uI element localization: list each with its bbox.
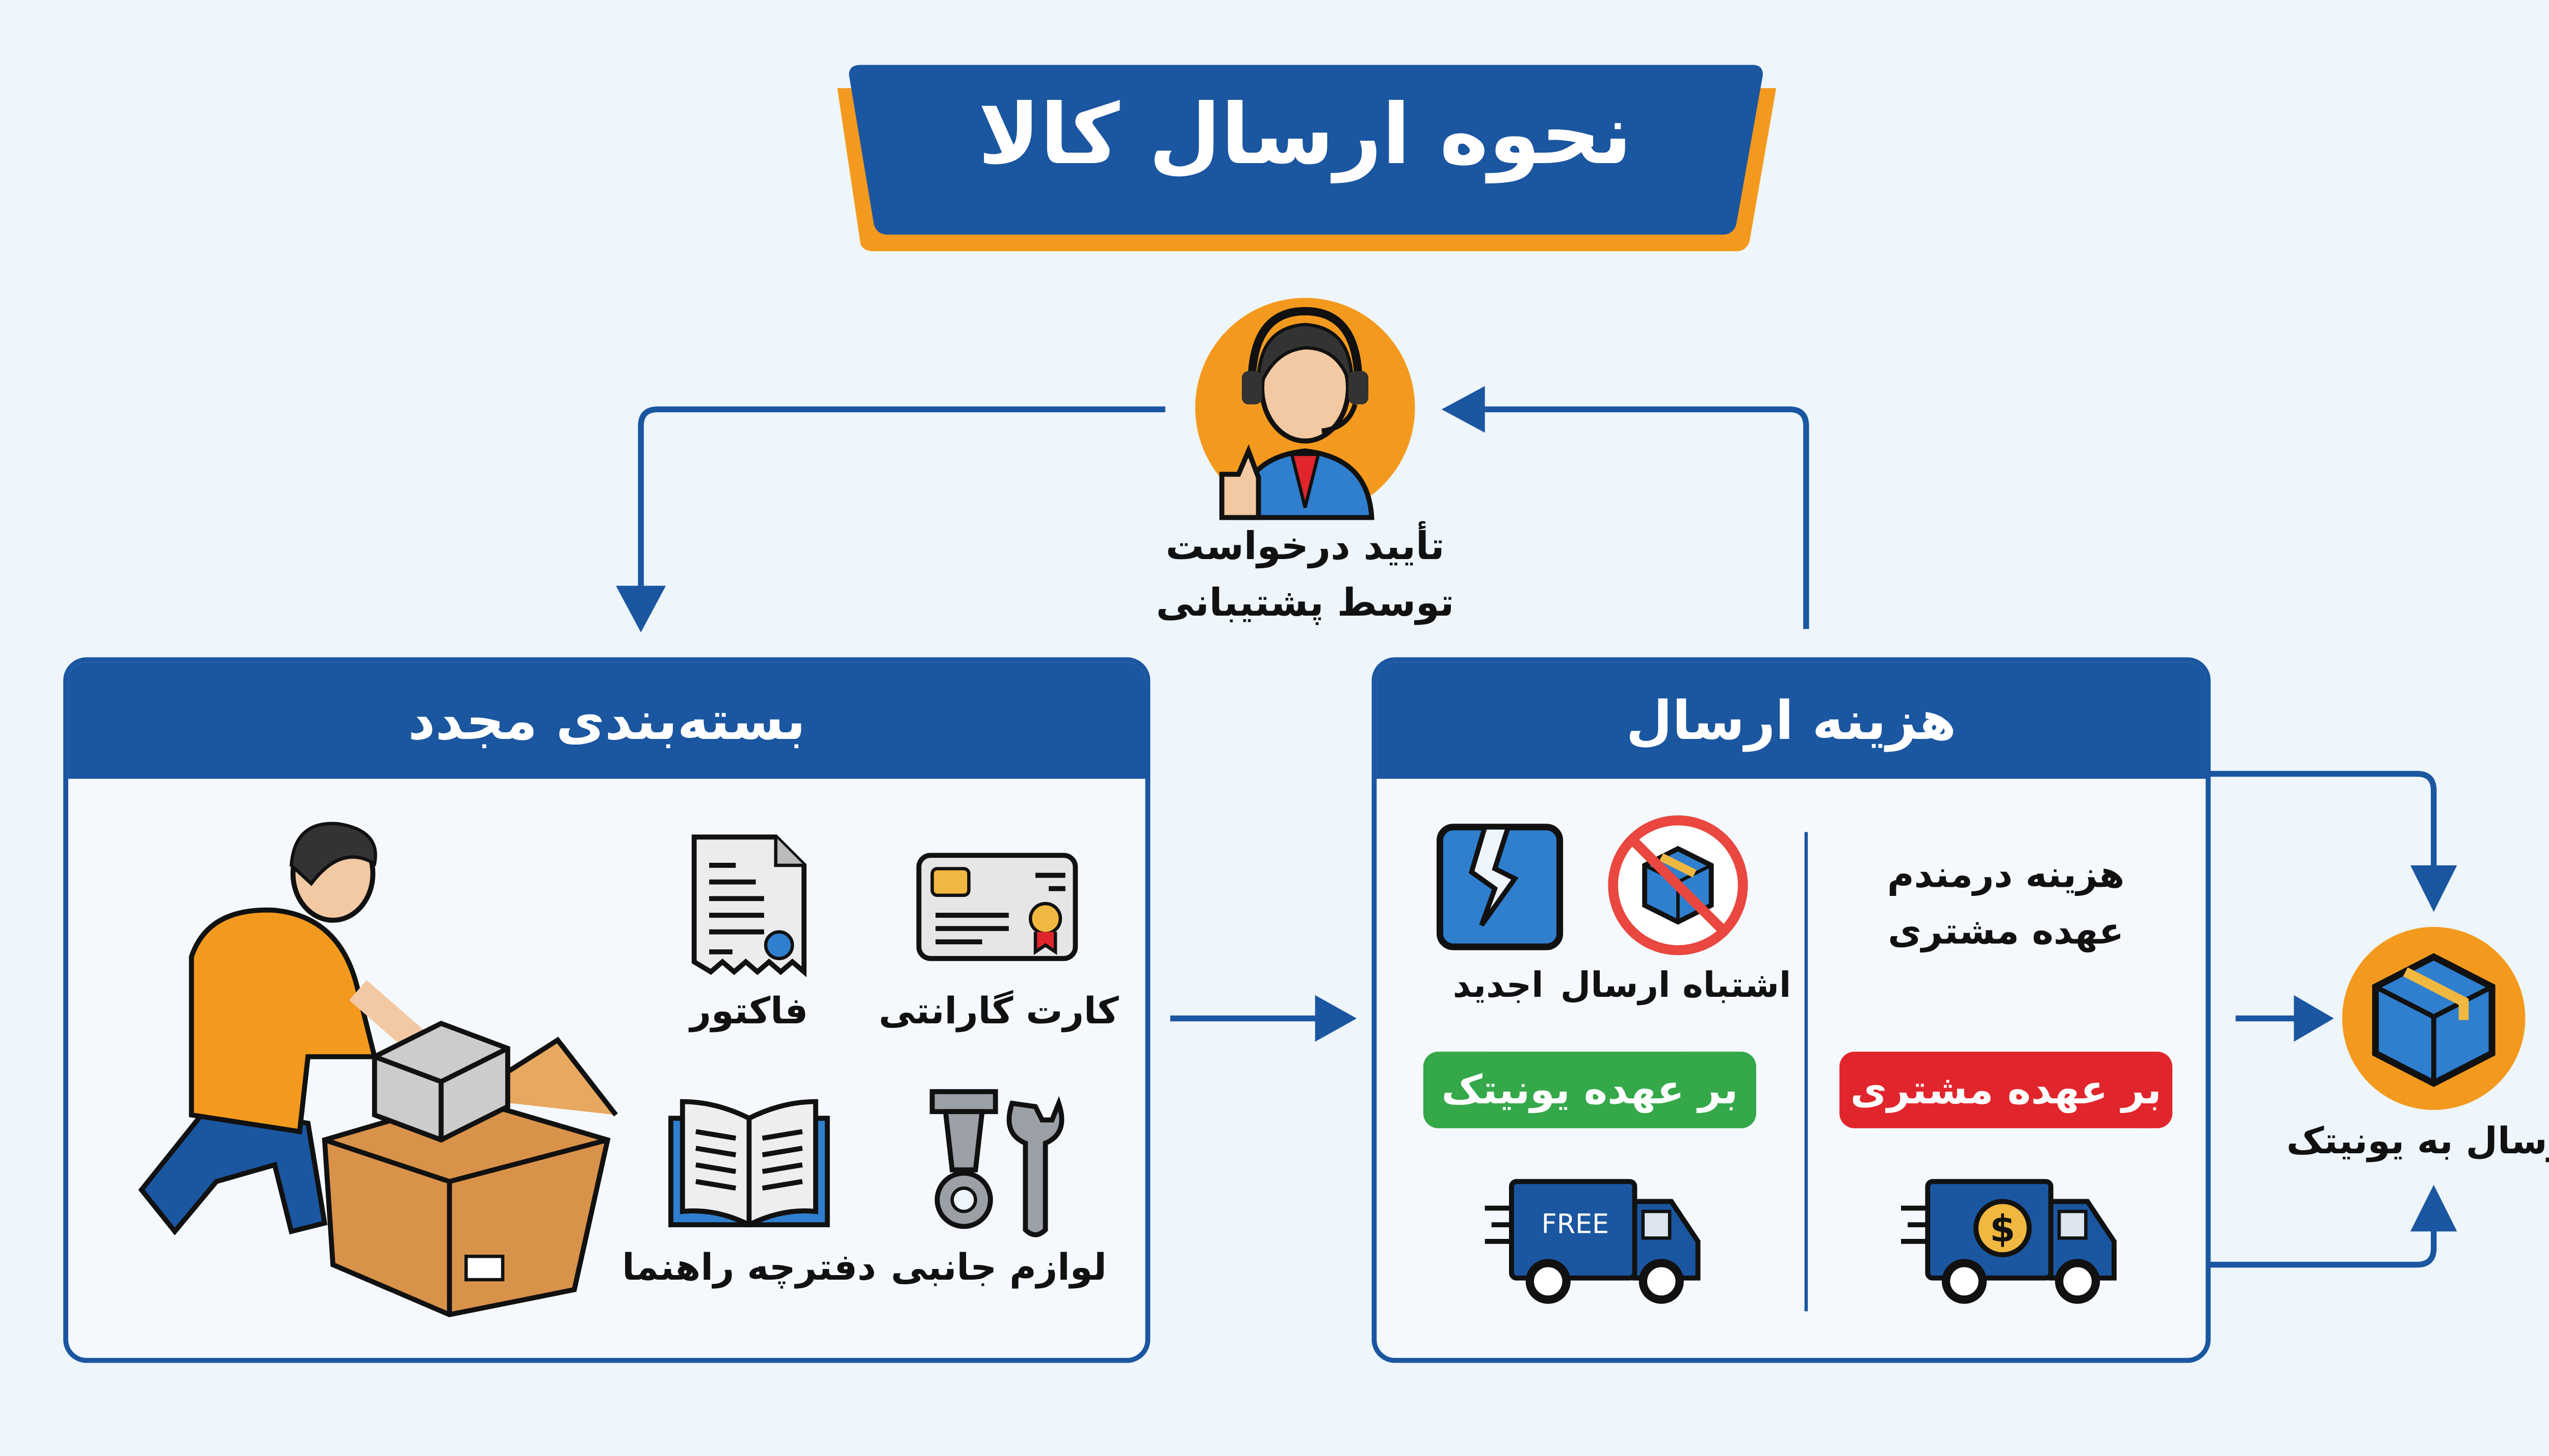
arrowhead-icon [1315,995,1357,1042]
shipping-cost-title: هزینه ارسال [1376,662,2206,779]
arrowhead-icon [2410,865,2457,912]
broken-package-icon [1436,824,1564,950]
free-truck-icon [1485,1179,1701,1304]
manual-book-icon [668,1099,830,1228]
support-agent-icon [1195,298,1415,520]
unitech-pays-badge: بر عهده یونیتک [1423,1051,1756,1128]
new-label: اجدید [1452,965,1544,1005]
warranty-card-icon [916,853,1078,961]
person-packing-icon [138,822,618,1317]
cost-note-line-1: هزینه درمندم [1887,855,2125,897]
tools-icon [929,1089,1064,1237]
customer-pays-badge: بر عهده مشتری [1839,1051,2173,1128]
arrowhead-icon [1441,386,1485,433]
item-label-invoice: فاکتور [690,992,809,1034]
invoice-icon [691,834,807,977]
package-icon [2342,926,2526,1110]
arrowhead-icon [2294,995,2334,1042]
support-line-2: توسط پشتیبانی [1156,582,1454,626]
repack-title: بسته‌بندی مجدد [68,662,1146,779]
paid-truck-icon: $ [1901,1179,2117,1304]
wrong-shipment-label: اشتباه ارسال [1560,965,1791,1005]
item-label-manual: دفترچه راهنما [622,1248,876,1290]
arrow-cost-bottom-to-destination [2209,1211,2437,1268]
page-title: نحوه ارسال کالا [978,86,1632,183]
title-banner [837,65,1777,252]
arrowhead-icon [616,586,666,632]
arrow-support-to-repack [638,406,1165,599]
svg-text:$: $ [1990,1207,2015,1250]
destination-label: ارسال به یونیتک [2286,1121,2549,1163]
item-label-tools: لوازم جانبی [891,1248,1107,1290]
arrowhead-icon [2410,1184,2457,1232]
support-line-1: تأیید درخواست [1165,525,1445,569]
free-label: FREE [1541,1208,1609,1240]
arrow-cost-to-support [1465,406,1809,629]
arrow-cost-top-to-destination [2209,771,2437,882]
item-label-warranty-card: کارت گارانتی [878,992,1119,1034]
cost-note-line-2: عهده مشتری [1888,912,2124,954]
wrong-shipment-icon [1608,815,1748,956]
divider [1804,832,1808,1312]
